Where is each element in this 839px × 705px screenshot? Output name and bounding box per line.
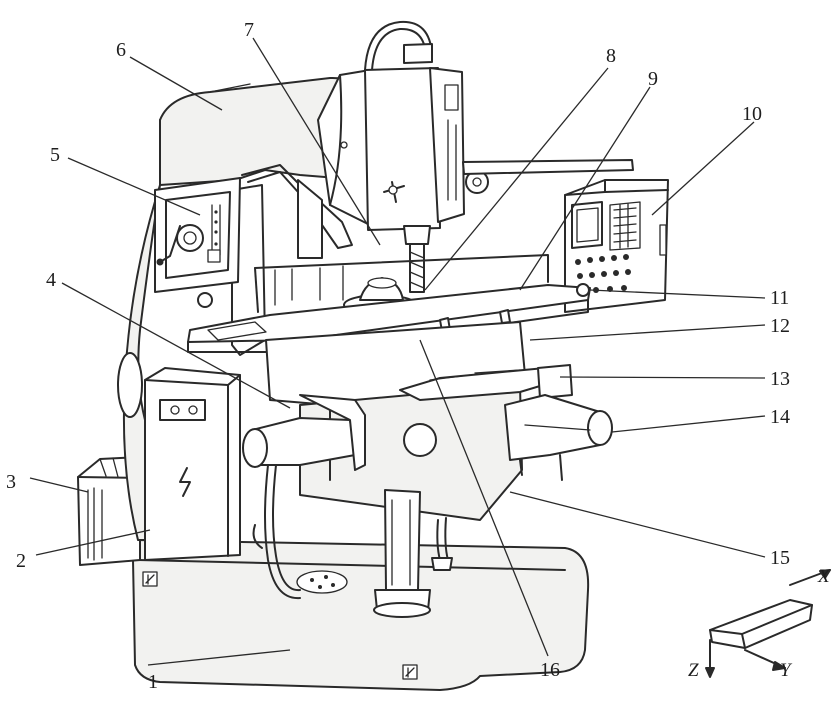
axis-labels: X Y Z (688, 566, 831, 681)
axis-z-label: Z (688, 660, 699, 681)
leader-1 (147, 649, 291, 666)
leader-6 (129, 56, 223, 111)
label-5: 5 (50, 144, 60, 166)
leader-11 (589, 289, 766, 299)
leader-9 (519, 86, 651, 291)
label-16: 16 (540, 659, 560, 681)
axis-x-label: X (817, 566, 831, 587)
electrical-box (117, 352, 241, 561)
axis-y-label: Y (780, 660, 793, 681)
machine-base (132, 539, 590, 691)
label-12: 12 (770, 315, 790, 337)
label-15: 15 (770, 547, 790, 569)
label-14: 14 (770, 406, 790, 428)
milling-head (317, 20, 634, 293)
leader-2 (35, 529, 151, 556)
leader-5 (67, 157, 201, 216)
leader-12 (529, 324, 766, 341)
part-labels: 1 2 3 4 5 6 7 8 9 10 11 12 13 14 15 16 (6, 19, 790, 693)
label-1: 1 (148, 671, 158, 693)
label-7: 7 (244, 19, 254, 41)
knee-screw (373, 489, 431, 618)
table-guard (254, 254, 549, 313)
leader-13 (559, 376, 766, 379)
leader-8 (424, 67, 609, 291)
label-4: 4 (46, 269, 56, 291)
label-11: 11 (770, 287, 789, 309)
label-3: 3 (6, 471, 16, 493)
label-6: 6 (116, 39, 126, 61)
coordinate-system-block (705, 569, 831, 678)
x-axis-motor (242, 394, 366, 471)
leader-lines (29, 37, 766, 666)
label-9: 9 (648, 68, 658, 90)
cables (252, 464, 453, 600)
tool-post (297, 179, 323, 259)
label-13: 13 (770, 368, 790, 390)
leader-10 (651, 121, 755, 216)
cnc-control-cabinet (564, 179, 669, 313)
leader-14 (611, 415, 766, 433)
label-8: 8 (606, 45, 616, 67)
label-2: 2 (16, 550, 26, 572)
leader-15 (509, 491, 766, 558)
y-axis-motor (504, 394, 613, 481)
leader-4 (61, 282, 291, 409)
leader-3 (29, 477, 89, 493)
label-10: 10 (742, 103, 762, 125)
column-control-box (154, 177, 241, 293)
leader-16 (419, 339, 549, 657)
leader-7 (252, 37, 381, 246)
